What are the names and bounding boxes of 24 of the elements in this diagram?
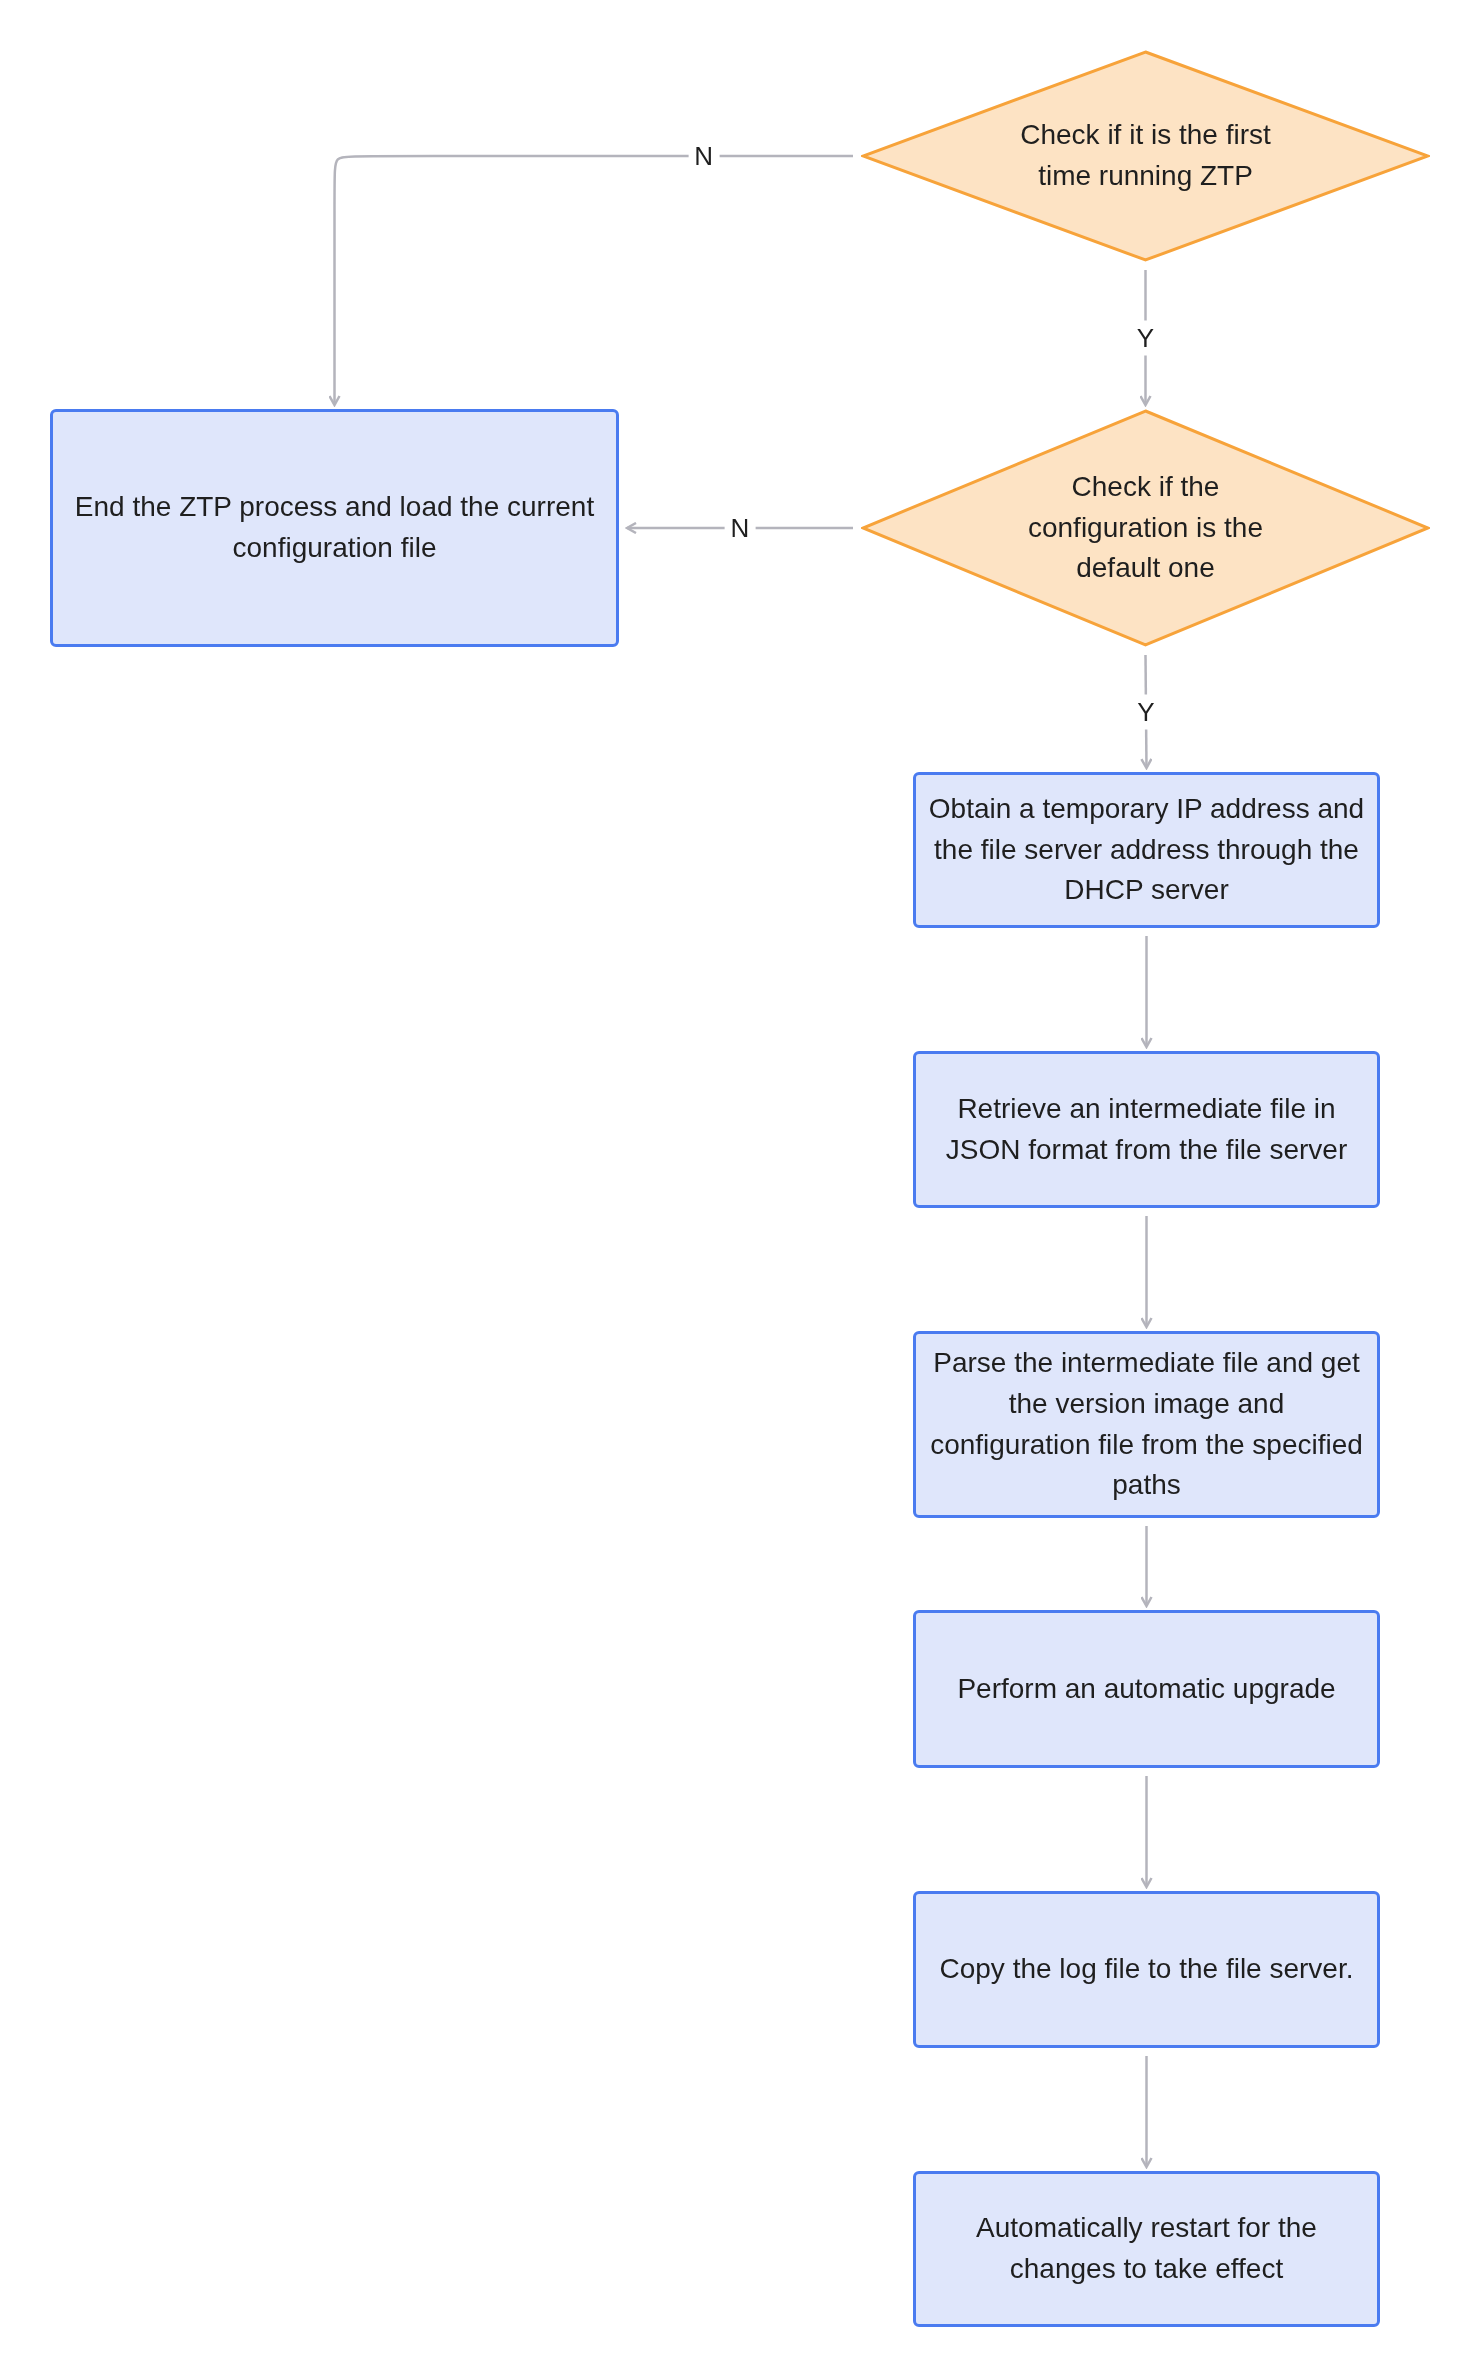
- node-text: Copy the log file to the file server.: [939, 1952, 1354, 1987]
- arrow: [1140, 936, 1153, 1049]
- node-text: Automatically restart for the changes to take effect: [975, 2211, 1318, 2286]
- process-box: [913, 1051, 1380, 1208]
- node-text: Check if the configuration is the default one: [1026, 470, 1264, 586]
- arrow: [1140, 2056, 1153, 2169]
- node-text: Obtain a temporary IP address and the file server address through the DHCP server: [928, 792, 1365, 908]
- process-box: [913, 2171, 1380, 2327]
- arrow: [1140, 1526, 1153, 1608]
- arrow: [328, 154, 853, 407]
- arrow: [1140, 1216, 1153, 1329]
- node-text: Retrieve an intermediate file in JSON format from the file server: [944, 1091, 1349, 1167]
- node-text: End the ZTP process and load the current configuration file: [73, 490, 596, 565]
- decision-diamond: [861, 409, 1430, 647]
- arrow: [1140, 1776, 1153, 1889]
- node-text: Parse the intermediate file and get the version image and configuration file from the specified paths: [929, 1346, 1364, 1503]
- process-box: [913, 1610, 1380, 1768]
- node-text: Check if it is the first time running ZTP: [1019, 118, 1272, 193]
- decision-diamond: [861, 50, 1430, 262]
- process-box: [913, 1331, 1380, 1518]
- process-box: [913, 772, 1380, 928]
- node-text: Perform an automatic upgrade: [957, 1671, 1336, 1706]
- process-box: [50, 409, 619, 647]
- process-box: [913, 1891, 1380, 2048]
